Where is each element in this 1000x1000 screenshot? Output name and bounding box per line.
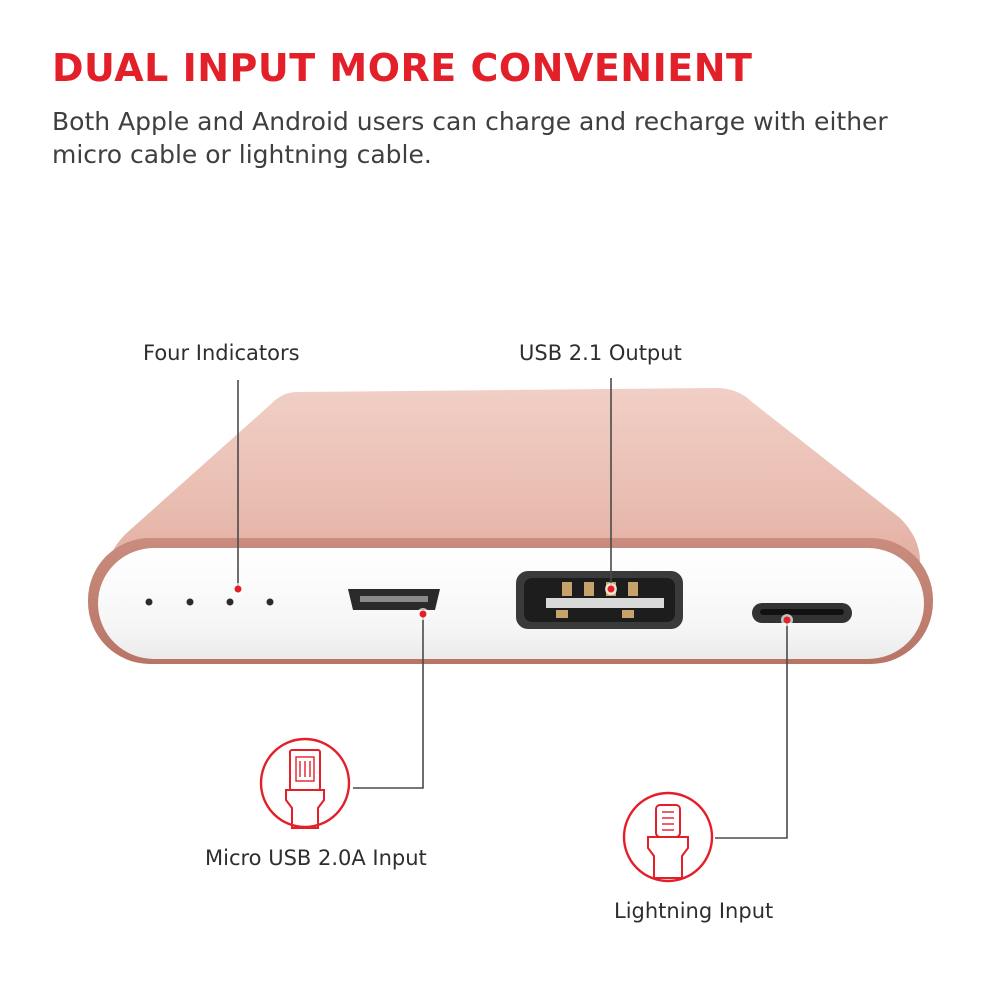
lightning-port <box>752 603 852 623</box>
indicator-dot <box>226 598 234 606</box>
indicator-dot <box>145 598 153 606</box>
indicator-dot <box>266 598 274 606</box>
page-title: DUAL INPUT MORE CONVENIENT <box>52 46 753 90</box>
device-top-surface <box>110 388 920 585</box>
usb-a-port <box>516 571 683 629</box>
callout-line-micro <box>353 614 424 789</box>
callout-dots <box>232 583 793 626</box>
callout-line-lightning <box>715 620 788 839</box>
micro-usb-port <box>348 589 440 610</box>
indicator-dot <box>186 598 194 606</box>
callout-lines <box>237 378 788 839</box>
device-front-face <box>98 548 924 659</box>
callout-label-micro-input: Micro USB 2.0A Input <box>205 846 427 870</box>
micro-usb-plug-icon <box>259 737 351 829</box>
page-subtitle: Both Apple and Android users can charge … <box>52 107 888 169</box>
callout-label-lightning-input: Lightning Input <box>614 899 774 923</box>
callout-label-usb-output: USB 2.1 Output <box>519 341 682 365</box>
lightning-plug-icon <box>622 791 714 883</box>
indicator-leds <box>145 598 274 606</box>
callout-label-indicators: Four Indicators <box>143 341 300 365</box>
